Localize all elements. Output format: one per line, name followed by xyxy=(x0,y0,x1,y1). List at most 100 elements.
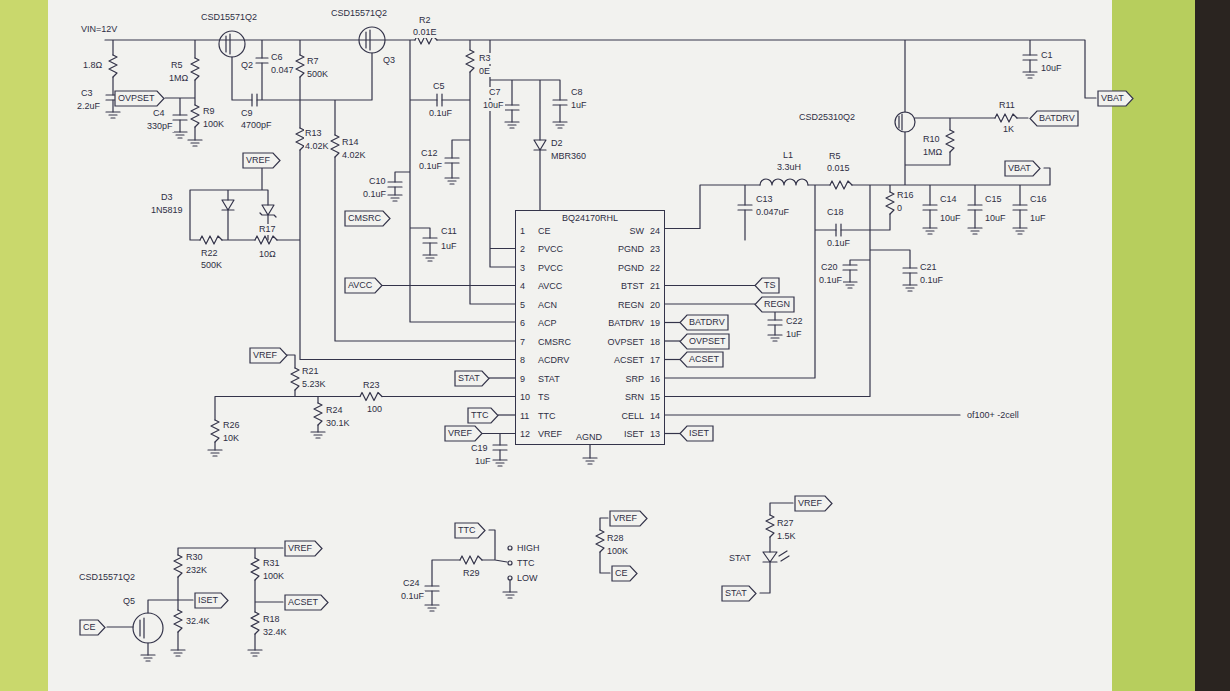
pin-name: CE xyxy=(538,226,551,237)
part-label: R29 xyxy=(462,568,481,579)
pin-name: TS xyxy=(538,392,550,403)
flag-shape xyxy=(285,541,322,556)
part-label: 0.1uF xyxy=(400,591,425,602)
pin-number: 14 xyxy=(650,411,660,422)
flag-shape xyxy=(755,278,779,293)
pin-name: AGND xyxy=(576,432,602,443)
part-label: C21 xyxy=(919,262,938,273)
part-label: C1 xyxy=(1040,50,1054,61)
switch-contact xyxy=(508,576,512,580)
flag-shape xyxy=(468,408,498,423)
pin-number: 23 xyxy=(650,244,660,255)
pin-number: 24 xyxy=(650,226,660,237)
part-label: R21 xyxy=(301,366,320,377)
flag-shape xyxy=(795,496,832,511)
pin-number: 3 xyxy=(520,263,525,274)
switch-contact xyxy=(508,546,512,550)
part-label: 0.047uF xyxy=(755,207,790,218)
pin-number: 19 xyxy=(650,318,660,329)
part-label: R28 xyxy=(606,533,625,544)
pin-number: 11 xyxy=(520,411,529,422)
part-label: 0.047 xyxy=(270,65,295,76)
mosfet-symbol xyxy=(895,112,915,132)
part-label: Q2 xyxy=(240,60,254,71)
net-name: VREF xyxy=(246,155,270,166)
part-label: R16 xyxy=(896,190,915,201)
flag-shape xyxy=(1098,91,1133,106)
part-label: 1uF xyxy=(570,100,588,111)
part-label: D2 xyxy=(550,138,564,149)
net-flag: AVCC xyxy=(345,278,382,293)
wire-connector xyxy=(665,285,755,286)
flag-shape xyxy=(1030,111,1078,126)
net-flag: OVPSET xyxy=(680,334,729,349)
net-name: VREF xyxy=(448,428,472,439)
pin-name: BATDRV xyxy=(608,318,644,329)
mosfet-symbol xyxy=(359,27,385,53)
pin-name: PGND xyxy=(618,244,644,255)
part-label: 0E xyxy=(478,66,491,77)
part-label: CSD15571Q2 xyxy=(330,8,388,19)
part-label: 10uF xyxy=(939,213,962,224)
part-label: 1N5819 xyxy=(150,205,184,216)
pin-number: 20 xyxy=(650,300,660,311)
wire-connector xyxy=(489,377,515,378)
wire-connector xyxy=(665,359,680,360)
net-flag: TTC xyxy=(468,408,498,423)
net-name: CE xyxy=(615,568,628,579)
part-label: D3 xyxy=(160,192,174,203)
pin-number: 2 xyxy=(520,244,525,255)
part-label: R13 xyxy=(304,128,323,139)
part-label: C4 xyxy=(152,108,166,119)
flag-shape xyxy=(722,586,756,601)
part-label: 1MΩ xyxy=(168,73,189,84)
pin-name: REGN xyxy=(618,300,644,311)
part-label: VIN=12V xyxy=(80,24,118,35)
part-label: 1uF xyxy=(440,241,458,252)
part-label: 0.1uF xyxy=(418,161,443,172)
part-label: 0.015 xyxy=(826,163,851,174)
flag-shape xyxy=(610,511,647,526)
part-label: C10 xyxy=(368,176,387,187)
pin-number: 5 xyxy=(520,300,525,311)
net-flag: REGN xyxy=(755,297,794,312)
net-flag: VBAT xyxy=(1005,161,1040,176)
part-label: 1K xyxy=(1002,124,1015,135)
net-flag: VREF xyxy=(250,348,287,363)
part-label: Q5 xyxy=(122,596,136,607)
part-label: CSD15571Q2 xyxy=(78,572,136,583)
part-label: R2 xyxy=(418,15,432,26)
part-label: of100+ -2cell xyxy=(966,410,1020,421)
part-label: 5.23K xyxy=(301,379,327,390)
wire-connector xyxy=(665,433,680,434)
wire-connector xyxy=(498,414,515,415)
pin-name: SW xyxy=(630,226,645,237)
part-label: 0.1uF xyxy=(826,238,851,249)
part-label: 10K xyxy=(222,433,240,444)
part-label: 3.3uH xyxy=(776,162,802,173)
part-label: C19 xyxy=(470,443,489,454)
part-label: 32.4K xyxy=(185,616,211,627)
circuit-ink xyxy=(105,27,1096,661)
net-flag: OVPSET xyxy=(115,91,164,106)
paper-sheet xyxy=(48,0,1112,691)
part-label: R9 xyxy=(202,106,216,117)
flag-shape xyxy=(445,426,482,441)
part-label: R31 xyxy=(262,558,281,569)
part-label: TTC xyxy=(516,558,536,569)
net-name: AVCC xyxy=(348,280,372,291)
part-label: 100 xyxy=(366,404,383,415)
flag-shape xyxy=(80,620,105,635)
part-label: R23 xyxy=(362,380,381,391)
part-label: CSD25310Q2 xyxy=(798,112,856,123)
part-label: 4.02K xyxy=(341,150,367,161)
part-label: 100K xyxy=(262,571,285,582)
net-name: STAT xyxy=(458,373,480,384)
net-name: ISET xyxy=(689,428,709,439)
part-label: C9 xyxy=(240,108,254,119)
resistor-symbol xyxy=(109,36,1017,634)
pin-name: SRN xyxy=(625,392,644,403)
part-label: C22 xyxy=(785,316,804,327)
part-label: 30.1K xyxy=(325,418,351,429)
